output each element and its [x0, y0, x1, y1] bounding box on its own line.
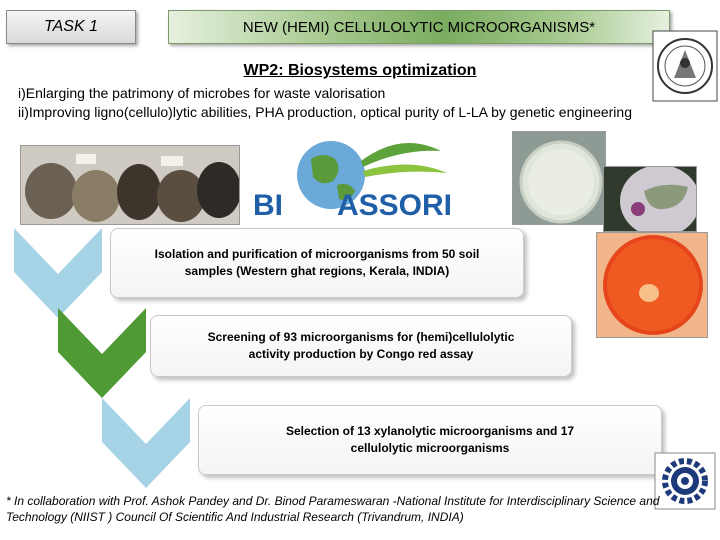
- chevron-down-icon: [102, 398, 190, 488]
- congo-red-plate-photo: [596, 232, 708, 338]
- step-text: Screening of 93 microorganisms for (hemi…: [207, 330, 515, 361]
- step-text: Isolation and purification of microorgan…: [154, 247, 480, 278]
- process-step-1: Isolation and purification of microorgan…: [110, 228, 524, 298]
- wp-heading: WP2: Biosystems optimization: [243, 62, 477, 79]
- slide-title-text: NEW (HEMI) CELLULOLYTIC MICROORGANISMS*: [242, 18, 596, 36]
- process-step-3: Selection of 13 xylanolytic microorganis…: [198, 405, 662, 475]
- objective-item: i)Enlarging the patrimony of microbes fo…: [18, 85, 386, 101]
- logo-text-right: ASSORI: [337, 189, 451, 222]
- slide-title: NEW (HEMI) CELLULOLYTIC MICROORGANISMS*: [168, 10, 670, 44]
- chevron-down-icon: [58, 308, 146, 398]
- step-text: Selection of 13 xylanolytic microorganis…: [285, 424, 575, 455]
- objective-item: ii)Improving ligno(cellulo)lytic abiliti…: [18, 104, 632, 120]
- petri-dish-photo: [512, 131, 606, 225]
- bioassori-logo: BI ASSORI: [253, 141, 451, 222]
- soil-samples-photo: [20, 145, 240, 225]
- logo-text-left: BI: [253, 189, 283, 222]
- footnote: * In collaboration with Prof. Ashok Pand…: [6, 494, 660, 524]
- chevron-down-icon: [14, 228, 102, 318]
- task-label: TASK 1: [6, 10, 136, 44]
- csir-gear-logo-icon: [654, 452, 716, 510]
- process-step-2: Screening of 93 microorganisms for (hemi…: [150, 315, 572, 377]
- petri-dish-photo: [603, 166, 697, 232]
- university-seal-icon: [652, 30, 718, 102]
- task-label-text: TASK 1: [44, 18, 98, 35]
